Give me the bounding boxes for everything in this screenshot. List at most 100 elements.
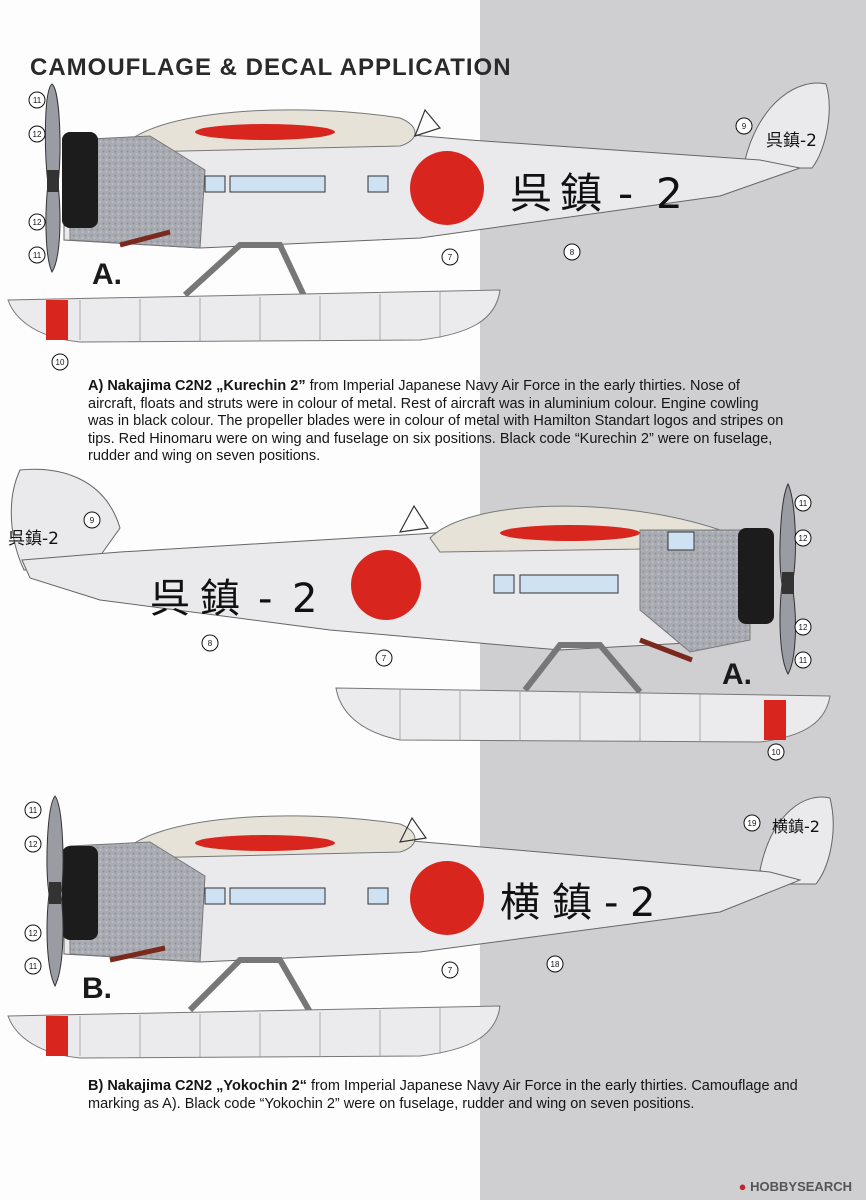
hinomaru-wing (195, 835, 335, 851)
svg-text:12: 12 (799, 623, 808, 632)
svg-text:12: 12 (33, 218, 42, 227)
svg-text:8: 8 (208, 639, 213, 648)
callout: 7 (441, 248, 459, 266)
cabin-windows (493, 531, 695, 594)
callout: 11 (794, 651, 812, 669)
callout: 12 (794, 529, 812, 547)
callout: 12 (28, 125, 46, 143)
hinomaru-wing (500, 525, 640, 541)
code-char: 横 (500, 880, 540, 926)
svg-text:11: 11 (799, 499, 808, 508)
callout: 19 (743, 814, 761, 832)
svg-text:12: 12 (799, 534, 808, 543)
svg-text:9: 9 (90, 516, 95, 525)
svg-text:11: 11 (29, 962, 38, 971)
code-char: 呉 (510, 169, 552, 218)
aircraft-label-a-mirror: A. (722, 658, 752, 691)
callout: 8 (563, 243, 581, 261)
watermark-logo-icon: ● (738, 1179, 747, 1194)
hinomaru-wing (195, 124, 335, 140)
svg-text:12: 12 (33, 130, 42, 139)
svg-text:8: 8 (570, 248, 575, 257)
callout: 7 (441, 961, 459, 979)
cockpit-canopy (413, 108, 442, 137)
description-a-text: from Imperial Japanese Navy Air Force in… (88, 378, 784, 464)
code-char: - (258, 576, 272, 622)
fuselage-code-b: 横 鎮 - 2 (500, 880, 655, 926)
hinomaru-fuselage (410, 151, 484, 225)
code-char: - (604, 880, 618, 926)
tail-fin (744, 82, 830, 169)
callout: 7 (375, 649, 393, 667)
float (335, 687, 831, 743)
callout: 10 (767, 743, 785, 761)
svg-text:11: 11 (33, 96, 42, 105)
code-char: - (618, 169, 633, 218)
callout: 12 (794, 618, 812, 636)
svg-text:7: 7 (382, 654, 387, 663)
float-red-band (764, 700, 786, 740)
cockpit-canopy (398, 816, 428, 843)
callout: 11 (24, 801, 42, 819)
callout: 9 (735, 117, 753, 135)
description-b-text: from Imperial Japanese Navy Air Force in… (88, 1078, 798, 1112)
cabin-windows (204, 175, 389, 193)
float-strut (182, 242, 308, 300)
hinomaru-fuselage (351, 550, 421, 620)
callout: 11 (28, 246, 46, 264)
description-a: A) Nakajima C2N2 „Kurechin 2” from Imper… (88, 378, 788, 466)
float-red-band (46, 1016, 68, 1056)
description-a-heading: A) Nakajima C2N2 „Kurechin 2” (88, 378, 306, 394)
callout: 12 (28, 213, 46, 231)
svg-text:7: 7 (448, 966, 453, 975)
engine-cowling (738, 528, 774, 624)
float (7, 289, 501, 343)
description-b-heading: B) Nakajima C2N2 „Yokochin 2“ (88, 1078, 307, 1094)
svg-text:11: 11 (33, 251, 42, 260)
callout: 18 (546, 955, 564, 973)
code-char: 鎮 (560, 169, 602, 218)
svg-text:11: 11 (799, 656, 808, 665)
tail-fin (10, 468, 121, 571)
float-strut (187, 957, 313, 1014)
code-char: 2 (656, 169, 683, 218)
fuselage-code-a-mirror: 呉 鎮 - 2 (150, 576, 317, 622)
float-strut (522, 642, 643, 694)
aircraft-label-b: B. (82, 972, 112, 1005)
aircraft-b-left-profile: 横 鎮 - 2 横鎮-2 B. 11 12 12 11 7 18 19 (7, 795, 834, 1059)
callout: 12 (24, 835, 42, 853)
callout: 9 (83, 511, 101, 529)
code-char: 鎮 (200, 576, 240, 622)
code-char: 呉 (150, 576, 190, 622)
svg-text:9: 9 (742, 122, 747, 131)
float (7, 1005, 501, 1059)
page-title: CAMOUFLAGE & DECAL APPLICATION (30, 54, 512, 81)
code-char: 鎮 (552, 880, 592, 926)
cabin-windows (204, 887, 389, 905)
fuselage-code-a: 呉 鎮 - 2 (510, 169, 683, 218)
svg-text:12: 12 (29, 840, 38, 849)
hinomaru-fuselage (410, 861, 484, 935)
code-char: 2 (292, 576, 317, 622)
float-red-band (46, 300, 68, 340)
svg-text:12: 12 (29, 929, 38, 938)
aircraft-label-a: A. (92, 258, 122, 291)
watermark-brand: HOBBY (750, 1179, 798, 1194)
callout: 11 (24, 957, 42, 975)
code-char: 2 (630, 880, 655, 926)
callout: 11 (28, 91, 46, 109)
rudder-code-a-mirror: 呉鎮-2 (8, 529, 59, 549)
rudder-code-b: 横鎮-2 (772, 817, 820, 836)
tail-fin (759, 796, 834, 885)
description-b: B) Nakajima C2N2 „Yokochin 2“ from Imper… (88, 1078, 800, 1113)
watermark: ● HOBBYSEARCH (739, 1179, 852, 1194)
aircraft-a-left-profile: 呉 鎮 - 2 呉鎮-2 A. 11 12 12 11 7 8 9 10 (7, 82, 830, 371)
svg-text:19: 19 (748, 819, 757, 828)
callout: 12 (24, 924, 42, 942)
cockpit-canopy (398, 504, 430, 533)
aircraft-a-right-profile: 呉 鎮 - 2 呉鎮-2 A. 11 12 12 11 7 8 9 10 (8, 468, 831, 761)
svg-text:18: 18 (551, 960, 560, 969)
nose-metal (639, 529, 751, 653)
